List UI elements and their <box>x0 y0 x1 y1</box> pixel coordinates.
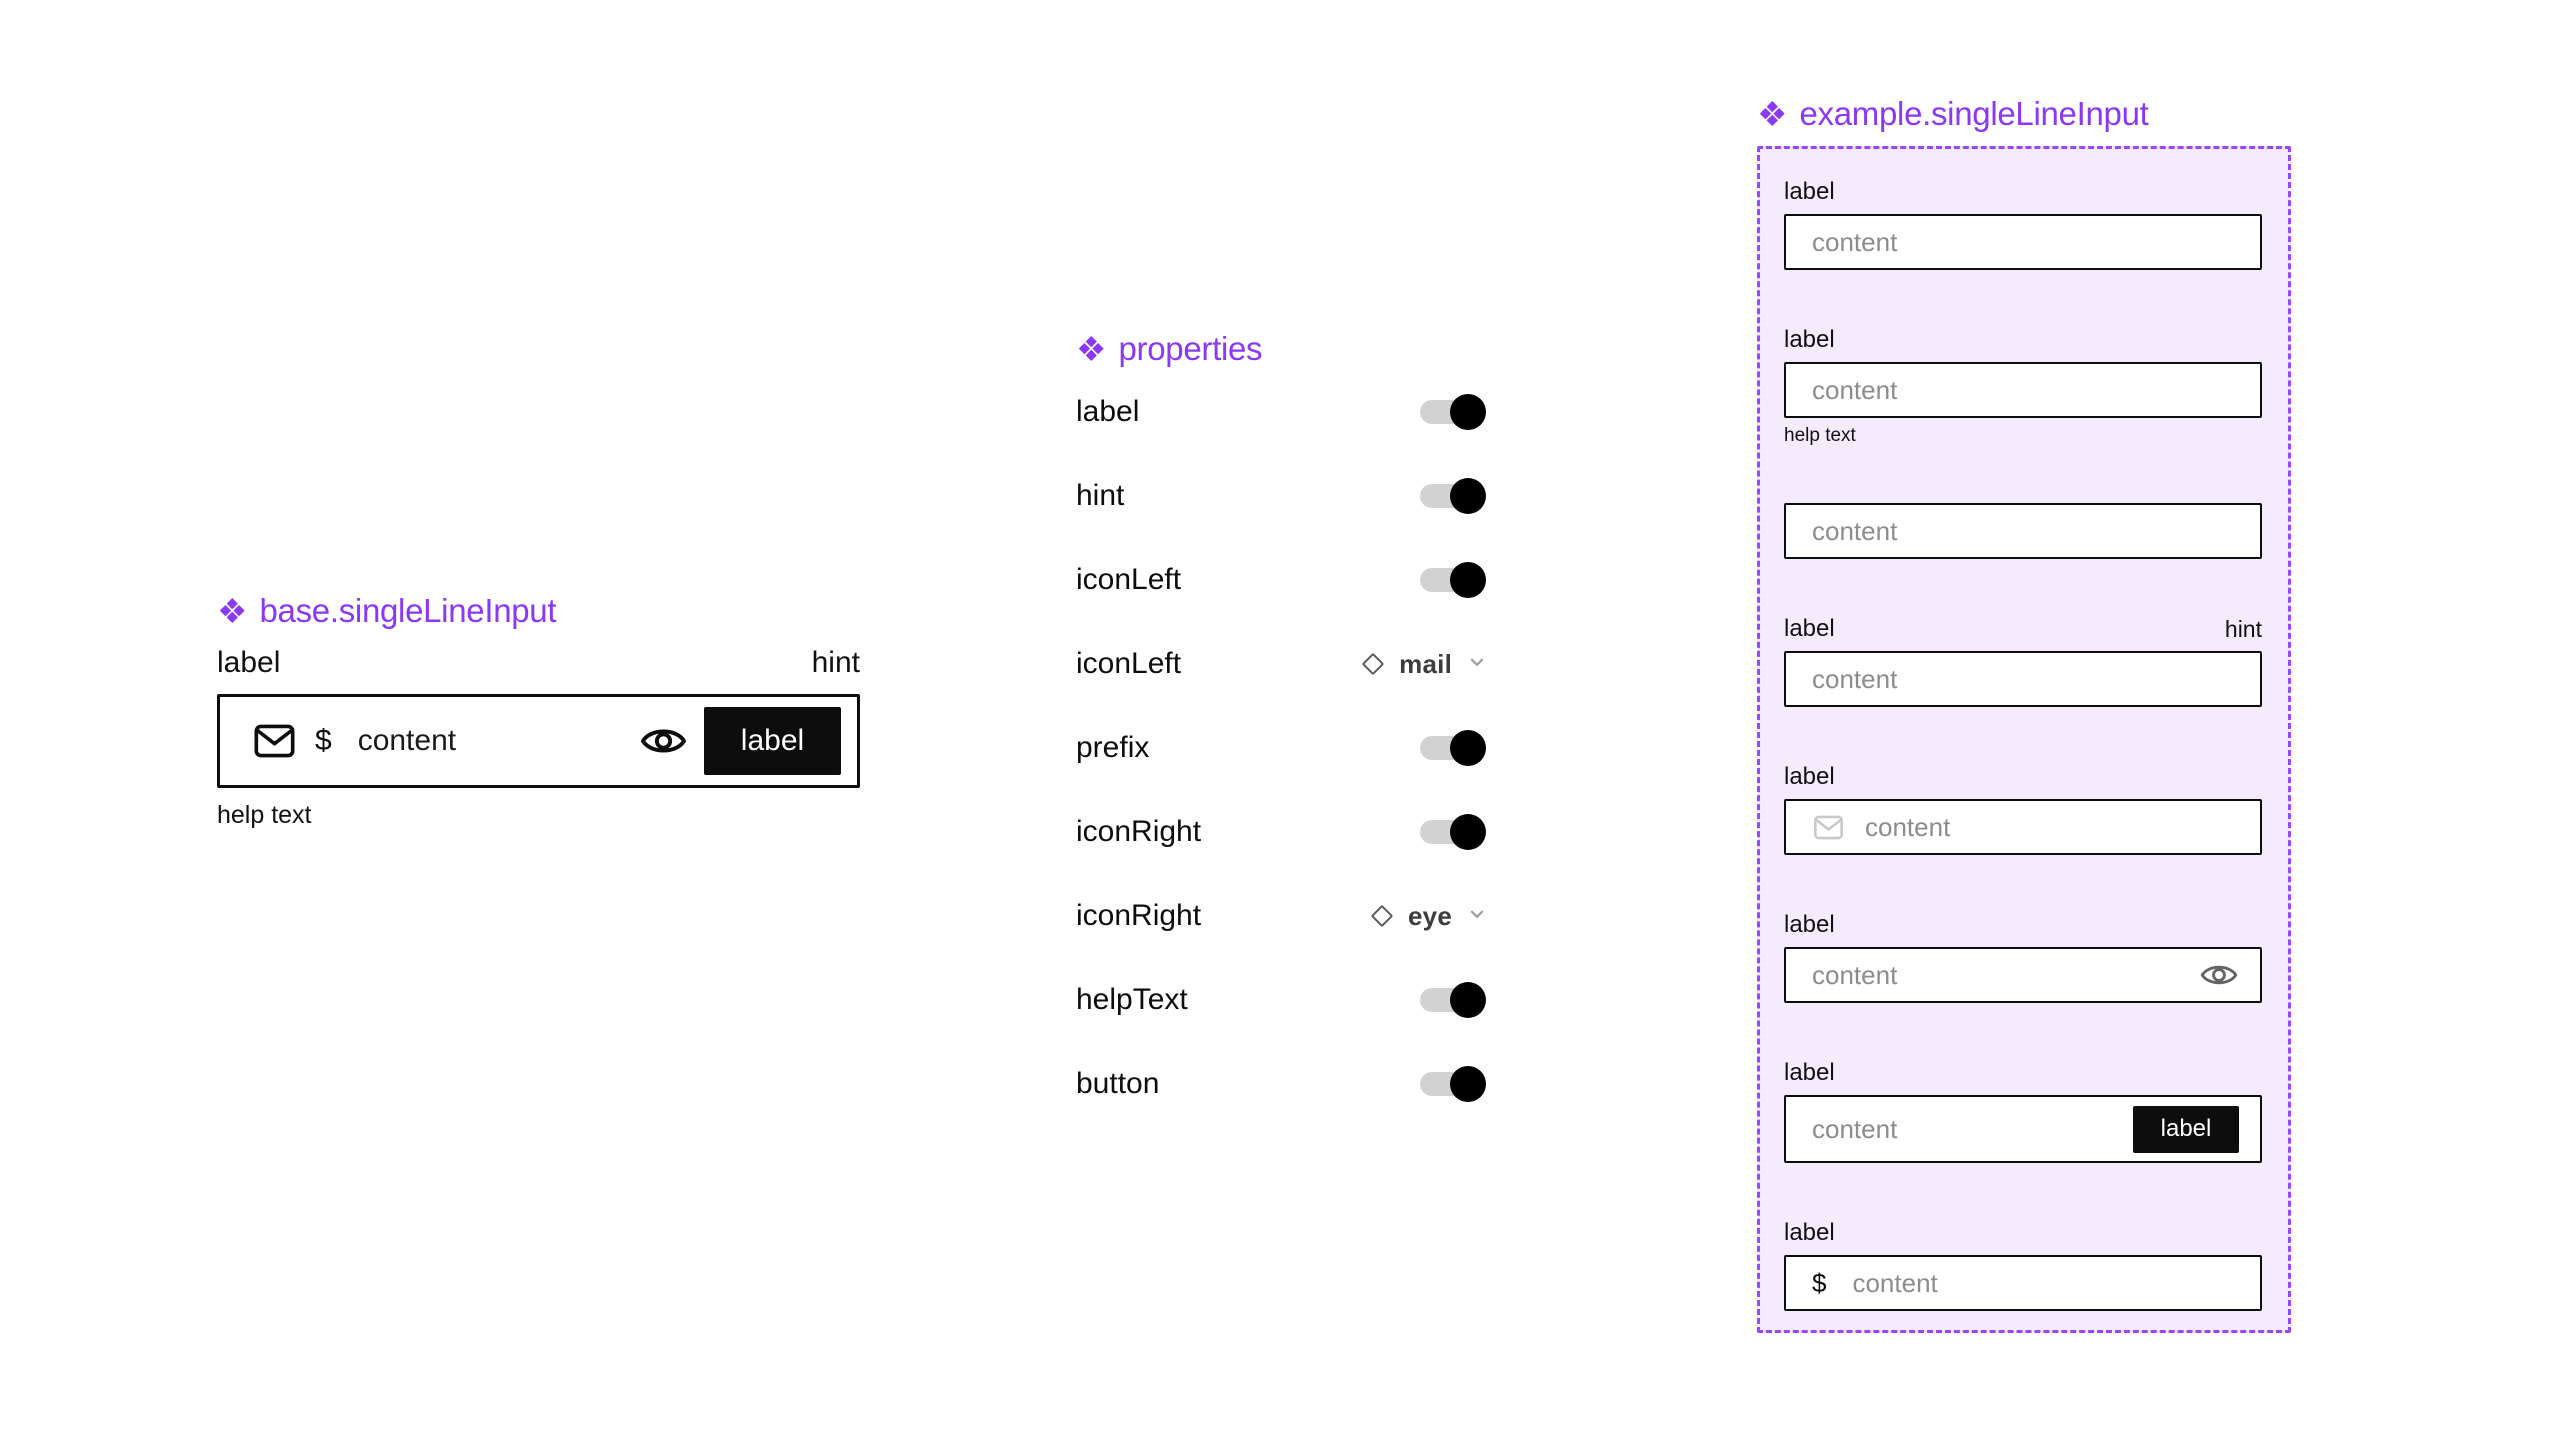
text-field[interactable] <box>1812 663 2239 695</box>
example-item-3 <box>1784 503 2262 559</box>
base-inline-button[interactable]: label <box>704 707 841 775</box>
toggle-iconleft[interactable] <box>1420 562 1486 598</box>
dropdown-value: eye <box>1408 900 1452 931</box>
property-name: button <box>1076 1067 1160 1100</box>
example-item-1: label <box>1784 178 2262 270</box>
toggle-label[interactable] <box>1420 394 1486 430</box>
text-input[interactable]: $ <box>1784 1255 2262 1311</box>
base-help-text: help text <box>217 801 312 829</box>
text-field[interactable] <box>1812 959 2183 991</box>
toggle-iconright[interactable] <box>1420 814 1486 850</box>
example-title: example.singleLineInput <box>1799 95 2149 132</box>
property-name: helpText <box>1076 983 1188 1016</box>
example-item-4: label hint <box>1784 615 2262 707</box>
text-field[interactable] <box>1812 226 2239 258</box>
component-diamonds-icon: ❖ <box>1076 331 1107 369</box>
input-label: label <box>1784 1059 1835 1086</box>
base-input[interactable]: $ label <box>217 694 860 788</box>
instance-diamond-icon <box>1370 904 1394 928</box>
inline-button[interactable]: label <box>2133 1105 2239 1153</box>
base-text-field[interactable] <box>357 724 626 758</box>
property-row-iconright-select: iconRight eye <box>1076 874 1486 958</box>
chevron-down-icon <box>1468 653 1486 676</box>
property-name: label <box>1076 395 1140 428</box>
toggle-button[interactable] <box>1420 1066 1486 1102</box>
text-input[interactable]: label <box>1784 1095 2262 1163</box>
property-name: prefix <box>1076 731 1150 764</box>
example-item-7: label label <box>1784 1059 2262 1163</box>
property-row-label: label <box>1076 370 1486 454</box>
property-row-iconleft: iconLeft <box>1076 538 1486 622</box>
example-item-2: label help text <box>1784 326 2262 447</box>
toggle-helptext[interactable] <box>1420 982 1486 1018</box>
example-item-5: label <box>1784 763 2262 855</box>
instance-diamond-icon <box>1361 652 1385 676</box>
base-prefix: $ <box>315 724 332 757</box>
base-input-label: label <box>217 646 281 679</box>
text-input[interactable] <box>1784 503 2262 559</box>
input-label: label <box>1784 1219 1835 1246</box>
chevron-down-icon <box>1468 905 1486 928</box>
text-field[interactable] <box>1812 1113 2117 1145</box>
component-diamonds-icon: ❖ <box>217 593 248 631</box>
eye-icon[interactable] <box>2199 959 2239 991</box>
toggle-prefix[interactable] <box>1420 730 1486 766</box>
input-label: label <box>1784 911 1835 938</box>
base-component-title: base.singleLineInput <box>259 592 557 629</box>
help-text: help text <box>1784 425 1856 446</box>
eye-icon[interactable] <box>640 721 687 761</box>
text-field[interactable] <box>1812 515 2239 547</box>
base-component-section: ❖ base.singleLineInput label hint $ <box>217 592 860 830</box>
properties-header: ❖ properties <box>1076 330 1486 368</box>
toggle-hint[interactable] <box>1420 478 1486 514</box>
property-name: iconRight <box>1076 815 1202 848</box>
example-header: ❖ example.singleLineInput <box>1757 95 2291 133</box>
input-label: label <box>1784 326 1835 353</box>
property-name: iconLeft <box>1076 563 1182 596</box>
property-row-iconleft-select: iconLeft mail <box>1076 622 1486 706</box>
mail-icon <box>252 721 297 761</box>
mail-icon <box>1812 813 1845 842</box>
text-field[interactable] <box>1852 1267 2239 1299</box>
dropdown-value: mail <box>1399 648 1452 679</box>
properties-title: properties <box>1118 330 1263 367</box>
iconleft-select-dropdown[interactable]: mail <box>1361 649 1486 680</box>
component-diamonds-icon: ❖ <box>1757 96 1788 134</box>
input-label: label <box>1784 615 1835 642</box>
currency-prefix: $ <box>1812 1267 1827 1298</box>
input-label: label <box>1784 763 1835 790</box>
property-name: iconLeft <box>1076 647 1182 680</box>
text-input[interactable] <box>1784 214 2262 270</box>
input-label: label <box>1784 178 1835 205</box>
example-frame: label label help text <box>1757 146 2291 1333</box>
text-field[interactable] <box>1812 374 2239 406</box>
property-row-button: button <box>1076 1042 1486 1126</box>
property-name: hint <box>1076 479 1125 512</box>
base-component-header: ❖ base.singleLineInput <box>217 592 860 630</box>
example-section: ❖ example.singleLineInput label label <box>1757 95 2291 1333</box>
property-row-hint: hint <box>1076 454 1486 538</box>
text-input[interactable] <box>1784 799 2262 855</box>
properties-section: ❖ properties label hint iconLeft <box>1076 330 1486 1126</box>
input-hint: hint <box>2224 616 2262 642</box>
iconright-select-dropdown[interactable]: eye <box>1370 901 1486 932</box>
property-name: iconRight <box>1076 899 1202 932</box>
property-row-prefix: prefix <box>1076 706 1486 790</box>
base-input-hint: hint <box>811 646 860 679</box>
property-row-helptext: helpText <box>1076 958 1486 1042</box>
text-input[interactable] <box>1784 362 2262 418</box>
example-item-8: label $ <box>1784 1219 2262 1311</box>
text-field[interactable] <box>1865 811 2239 843</box>
example-item-6: label <box>1784 911 2262 1003</box>
property-row-iconright: iconRight <box>1076 790 1486 874</box>
text-input[interactable] <box>1784 651 2262 707</box>
text-input[interactable] <box>1784 947 2262 1003</box>
